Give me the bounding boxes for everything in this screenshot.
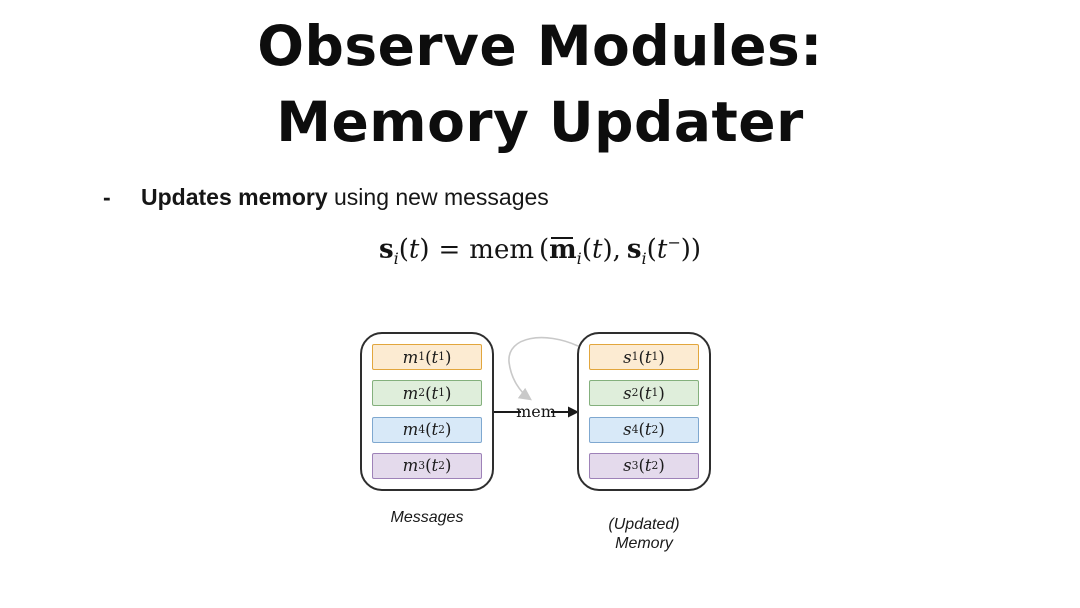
row-paren: ) [444, 383, 452, 403]
recurrence-arrow [508, 336, 579, 401]
formula-m-sub: i [576, 248, 582, 268]
updated-memory-caption: (Updated) Memory [563, 515, 725, 553]
row-var: m [402, 383, 419, 403]
formula-t: t [591, 234, 603, 265]
formula-mbar: m [549, 234, 577, 265]
formula-paren-comma: ), [602, 234, 621, 265]
row-paren: ( [638, 420, 645, 440]
bullet-emphasis: Updates memory [141, 184, 328, 210]
row-time: t [431, 420, 439, 440]
row-time: t [431, 383, 439, 403]
caption-line-1: (Updated) [608, 516, 680, 533]
row-var: s [623, 420, 632, 440]
formula-s: s [378, 234, 394, 265]
row-paren: ( [425, 420, 432, 440]
row-var: s [623, 383, 632, 403]
bullet-item: - Updates memory using new messages [103, 184, 549, 211]
title-line-2: Memory Updater [276, 90, 804, 154]
row-var: m [402, 347, 419, 367]
formula-s2: s [626, 234, 642, 265]
bullet-text: Updates memory using new messages [141, 184, 549, 211]
formula-paren: ( [646, 234, 657, 265]
bullet-rest: using new messages [327, 184, 549, 210]
formula-paren: ) [419, 234, 430, 265]
row-time: t [644, 383, 652, 403]
formula-mem-fn: mem [469, 234, 534, 265]
row-paren: ) [658, 347, 665, 367]
caption-line-2: Memory [615, 535, 673, 552]
row-paren: ) [444, 420, 452, 440]
formula-t: t [656, 234, 668, 265]
formula-equals: = [438, 234, 461, 265]
row-paren: ( [425, 347, 432, 367]
row-paren: ) [658, 383, 665, 403]
row-paren: ( [425, 456, 432, 476]
messages-caption: Messages [390, 509, 464, 526]
row-var: s [623, 347, 632, 367]
row-time: t [644, 456, 652, 476]
row-paren: ) [444, 456, 452, 476]
bullet-marker: - [103, 184, 111, 210]
row-paren: ( [638, 383, 645, 403]
formula-paren: )) [680, 234, 702, 265]
formula-paren: ( [581, 234, 592, 265]
formula-paren: ( [539, 234, 550, 265]
memory-update-formula: si(t)=mem(mi(t),si(t−)) [0, 233, 1080, 268]
row-paren: ( [638, 456, 645, 476]
row-time: t [644, 347, 652, 367]
formula-s-sub: i [393, 248, 399, 268]
slide-title: Observe Modules: Memory Updater [0, 8, 1080, 160]
formula-minus-sup: − [667, 233, 681, 252]
row-paren: ) [658, 456, 665, 476]
formula-s2-sub: i [641, 248, 647, 268]
row-time: t [431, 347, 439, 367]
row-var: m [402, 456, 419, 476]
title-line-1: Observe Modules: [257, 14, 823, 78]
row-paren: ( [638, 347, 645, 367]
row-var: s [623, 456, 632, 476]
formula-paren: ( [398, 234, 409, 265]
mem-label: mem [516, 402, 556, 421]
row-time: t [431, 456, 439, 476]
row-paren: ) [658, 420, 665, 440]
row-var: m [402, 420, 419, 440]
row-paren: ( [425, 383, 432, 403]
row-paren: ) [444, 347, 452, 367]
row-time: t [644, 420, 652, 440]
formula-t: t [408, 234, 420, 265]
